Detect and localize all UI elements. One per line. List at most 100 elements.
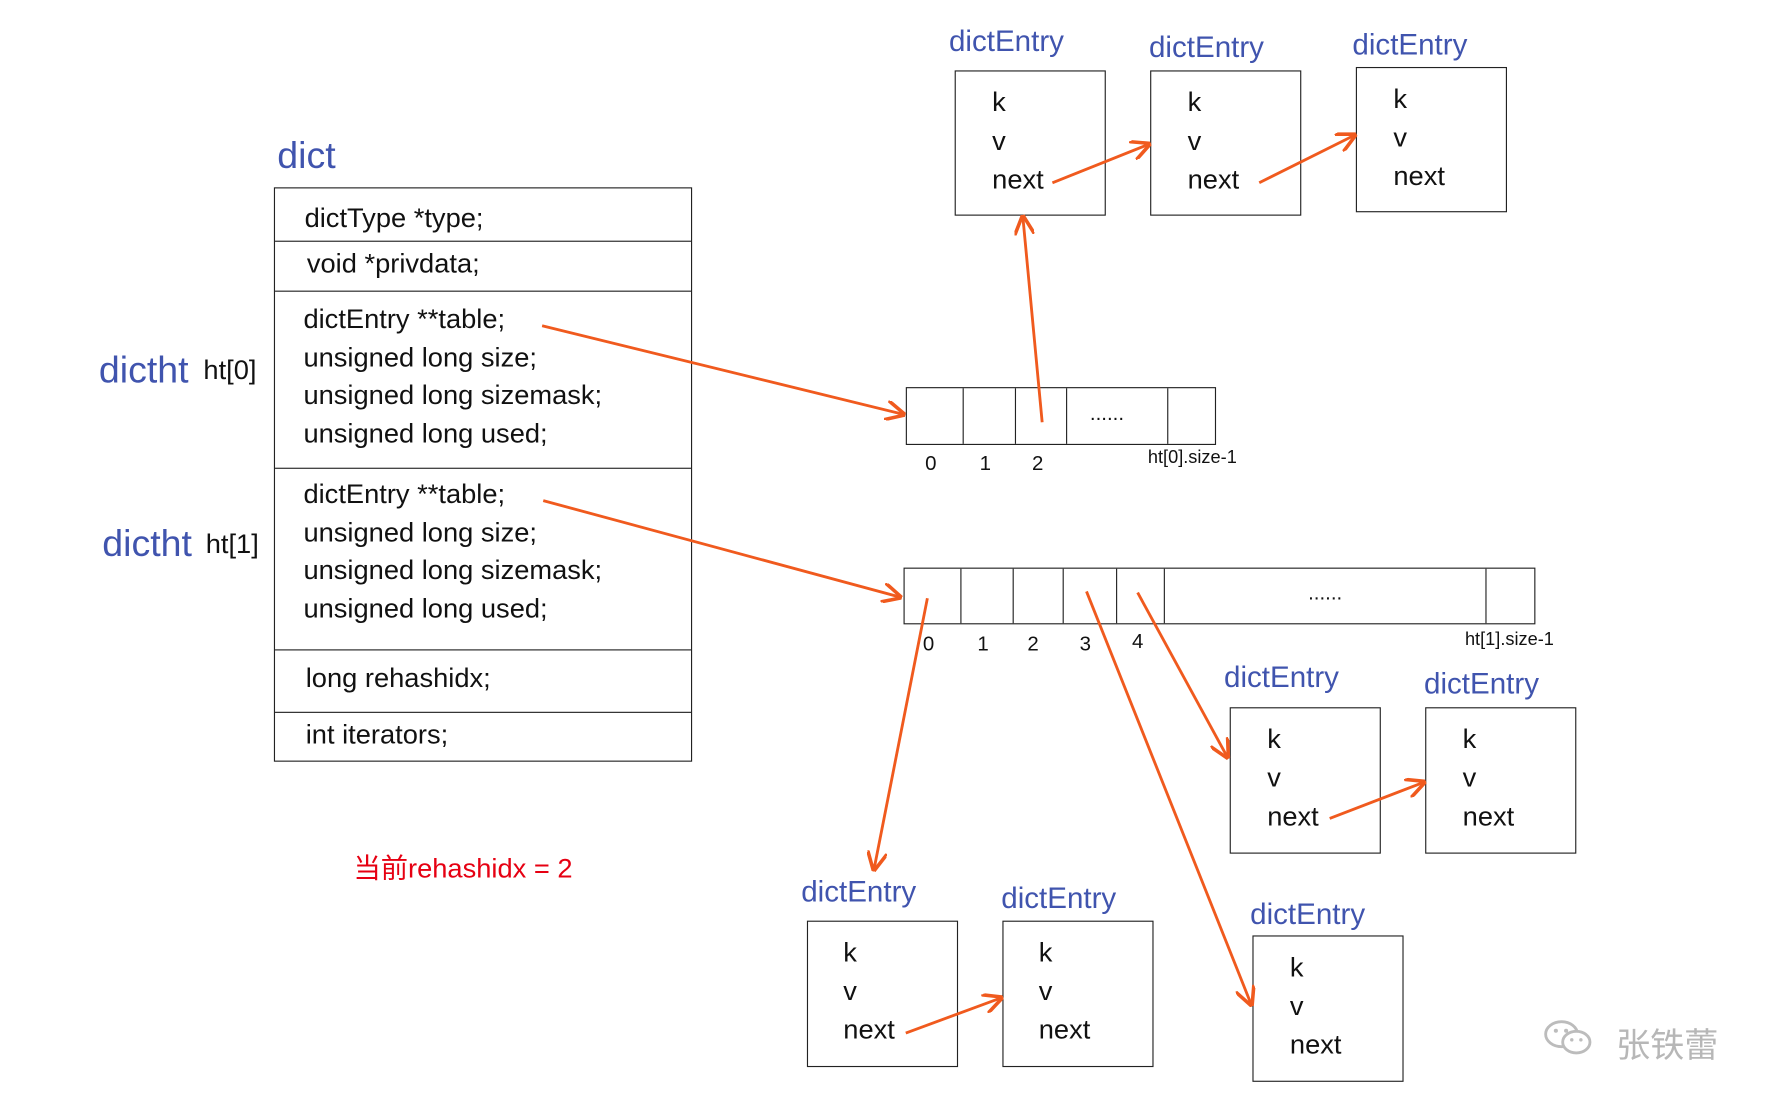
rehashidx-note: 当前rehashidx = 2 <box>353 853 573 885</box>
entry-key: k <box>1267 724 1281 755</box>
entry-title: dictEntry <box>1352 27 1468 62</box>
entry-key: k <box>843 937 857 969</box>
entry-value: v <box>1289 991 1304 1022</box>
arrow-ht1-bucket0 <box>874 597 929 869</box>
dict-struct-box <box>273 187 693 762</box>
entry-key: k <box>1038 937 1053 969</box>
entry-next: next <box>1038 1014 1091 1046</box>
entry-value: v <box>1462 762 1477 794</box>
entry-value: v <box>1187 126 1202 157</box>
entry-next: next <box>1462 801 1515 833</box>
arrow-top-entry1-next <box>1051 144 1149 185</box>
ht0-index-1: 1 <box>979 451 992 475</box>
ht1-bucket-1 <box>961 568 1014 624</box>
entry-title: dictEntry <box>1149 29 1264 64</box>
dict-entry-box <box>806 920 959 1068</box>
ht0-table-field: dictEntry **table; <box>303 304 506 335</box>
ht0-used-field: unsigned long used; <box>303 418 548 450</box>
ht1-name-label: ht[1] <box>205 529 259 560</box>
dict-entry-box <box>1355 66 1507 213</box>
divider <box>275 467 691 469</box>
arrow-mid-entry-next <box>1329 782 1424 820</box>
entry-key: k <box>1462 724 1477 755</box>
ht1-index-4: 4 <box>1131 630 1144 653</box>
divider <box>275 240 691 242</box>
ht1-bucket-3 <box>1064 568 1118 624</box>
entry-value: v <box>1393 122 1407 154</box>
ht0-sizemask-field: unsigned long sizemask; <box>303 380 603 411</box>
divider <box>275 649 691 651</box>
arrow-bottom-entry-next <box>905 998 1001 1035</box>
ht1-index-3: 3 <box>1079 632 1092 656</box>
ht1-index-1: 1 <box>977 632 989 656</box>
entry-title: dictEntry <box>1424 666 1539 701</box>
entry-next: next <box>992 164 1044 196</box>
entry-title: dictEntry <box>1001 880 1117 915</box>
ht0-bucket-2 <box>1016 388 1068 444</box>
dict-entry-box <box>1229 707 1381 854</box>
entry-next: next <box>1267 801 1319 833</box>
entry-next: next <box>1289 1029 1342 1061</box>
ht1-index-2: 2 <box>1027 632 1039 656</box>
ht1-used-field: unsigned long used; <box>303 593 548 625</box>
iterators-field: int iterators; <box>305 719 449 751</box>
ht0-size-field: unsigned long size; <box>303 342 537 374</box>
dict-entry-box <box>1425 707 1577 854</box>
entry-next: next <box>843 1014 895 1046</box>
ht0-struct-label: dictht <box>98 348 189 391</box>
divider <box>275 711 691 713</box>
ht1-bucket-4 <box>1117 568 1165 624</box>
ht1-size-field: unsigned long size; <box>303 517 537 549</box>
entry-title: dictEntry <box>801 874 917 909</box>
entry-title: dictEntry <box>1250 896 1366 931</box>
ht1-last-index-label: ht[1].size-1 <box>1464 630 1554 650</box>
entry-title: dictEntry <box>948 23 1064 58</box>
dict-privdata-field: void *privdata; <box>306 248 480 280</box>
arrow-ht1-bucket3 <box>1085 590 1251 1004</box>
ht1-ellipsis: ...... <box>1308 581 1343 604</box>
dict-entry-box <box>1002 920 1154 1068</box>
dict-entry-box <box>954 70 1106 216</box>
entry-next: next <box>1187 164 1240 196</box>
ht1-table-field: dictEntry **table; <box>303 479 506 510</box>
divider <box>275 290 691 292</box>
entry-key: k <box>992 87 1006 119</box>
ht0-bucket-ellipsis <box>1067 388 1169 444</box>
ht1-bucket-ellipsis <box>1165 568 1487 624</box>
arrow-ht1-table <box>542 499 900 597</box>
arrow-ht0-bucket2 <box>1023 217 1044 423</box>
entry-value: v <box>1038 976 1053 1007</box>
arrow-ht1-bucket4 <box>1136 591 1228 758</box>
wechat-icon <box>1543 1018 1593 1057</box>
ht0-index-0: 0 <box>925 451 937 475</box>
ht0-name-label: ht[0] <box>203 355 257 386</box>
ht1-sizemask-field: unsigned long sizemask; <box>303 555 603 586</box>
entry-key: k <box>1393 84 1407 115</box>
entry-value: v <box>843 976 857 1007</box>
ht0-last-index-label: ht[0].size-1 <box>1147 448 1237 468</box>
ht0-bucket-0 <box>907 388 964 444</box>
dict-title: dict <box>277 133 336 176</box>
arrow-ht0-table <box>541 324 903 415</box>
ht0-bucket-1 <box>964 388 1017 444</box>
ht0-bucket-array <box>905 387 1217 445</box>
dict-entry-box <box>1150 70 1302 216</box>
dict-entry-box <box>1252 935 1404 1082</box>
entry-next: next <box>1393 161 1445 192</box>
entry-value: v <box>992 126 1006 157</box>
ht1-bucket-0 <box>905 568 962 624</box>
arrow-top-entry2-next <box>1258 135 1354 185</box>
dict-type-field: dictType *type; <box>304 203 484 234</box>
entry-title: dictEntry <box>1224 659 1339 694</box>
ht0-index-2: 2 <box>1031 451 1044 475</box>
ht1-index-0: 0 <box>922 632 935 656</box>
ht1-bucket-array <box>903 567 1536 625</box>
ht1-struct-label: dictht <box>102 522 192 565</box>
ht0-ellipsis: ...... <box>1089 401 1125 425</box>
entry-key: k <box>1289 952 1304 984</box>
watermark-author: 张铁蕾 <box>1616 1027 1719 1065</box>
ht1-bucket-2 <box>1014 568 1064 624</box>
entry-key: k <box>1187 87 1202 119</box>
